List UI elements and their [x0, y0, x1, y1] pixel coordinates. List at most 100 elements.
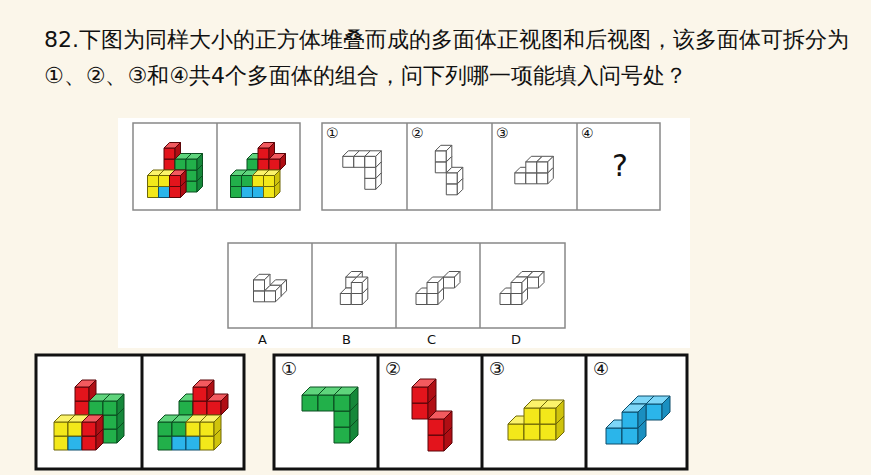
cube-face [428, 379, 436, 403]
cube-face [242, 187, 253, 198]
cube-face [662, 396, 670, 420]
cube-face [172, 436, 186, 450]
cube-face [638, 404, 646, 428]
cube-face [193, 401, 207, 415]
cube-face [254, 280, 265, 291]
cube-face [172, 422, 186, 436]
cube-face [365, 156, 376, 167]
cube-face [427, 294, 438, 305]
cube-face [511, 283, 522, 294]
cube-face [214, 415, 221, 436]
cube-face [269, 143, 275, 160]
cube-face [186, 422, 200, 436]
cube-face [264, 176, 275, 187]
cube-face [179, 401, 193, 415]
cube-face [444, 277, 455, 288]
cube-face [254, 291, 265, 302]
cube-face [186, 159, 197, 170]
cube-face [428, 419, 444, 435]
cube-face [435, 151, 446, 162]
cube-face [354, 156, 365, 167]
cube-face [524, 408, 540, 424]
cube-face [159, 176, 170, 187]
cube-face [416, 294, 427, 305]
cube-face [186, 170, 197, 181]
cube-face [258, 159, 269, 170]
cube-face [526, 162, 537, 173]
cube-face [89, 401, 103, 415]
cube-face [606, 428, 622, 444]
cube-face [365, 167, 376, 178]
cube-face [622, 428, 638, 444]
cube-face [280, 154, 286, 171]
cube-face [500, 294, 511, 305]
cube-face [170, 176, 181, 187]
cube-face [622, 412, 638, 428]
cube-face [302, 395, 318, 411]
cube-face [253, 176, 264, 187]
cube-face [508, 424, 524, 440]
cube-face [75, 401, 89, 415]
callout-number: ④ [593, 358, 609, 379]
cube-face [181, 170, 187, 187]
cube-face [265, 274, 271, 291]
cube-face [524, 424, 540, 440]
cube-face [281, 280, 287, 297]
cube-face [276, 285, 282, 302]
cube-face [200, 422, 214, 436]
cube-face [362, 277, 368, 294]
callout-number: ① [281, 358, 297, 379]
cube-face [438, 277, 444, 294]
option-letter: D [511, 332, 521, 347]
color-panels [36, 355, 687, 469]
white-ground [118, 118, 690, 348]
cube-face [175, 159, 186, 170]
cube-face [556, 400, 564, 424]
cube-face [646, 404, 662, 420]
cube-face [446, 145, 452, 162]
cube-face [548, 156, 554, 173]
callout-number: ① [326, 125, 339, 141]
callout-number: ④ [581, 125, 594, 141]
cube-face [54, 436, 68, 450]
panel-borders [133, 123, 660, 328]
cube-face [193, 387, 207, 401]
cube-face [158, 436, 172, 450]
cube-face [515, 173, 526, 184]
cube-face [247, 159, 258, 170]
callout-number: ③ [496, 125, 509, 141]
cube-face [164, 148, 175, 159]
cube-face [89, 380, 96, 401]
cube-face [103, 401, 117, 415]
cube-face [159, 187, 170, 198]
cube-face [258, 148, 269, 159]
cube-face [264, 187, 275, 198]
cube-face [164, 159, 175, 170]
cube-face [265, 291, 276, 302]
cube-face [522, 277, 528, 294]
cube-face [75, 387, 89, 401]
cube-face [444, 411, 452, 435]
cube-face [427, 283, 438, 294]
cube-face [200, 436, 214, 450]
cube-face [68, 422, 82, 436]
cube-face [334, 427, 350, 443]
cube-face [412, 387, 428, 403]
cube-face [186, 436, 200, 450]
cube-face [334, 411, 350, 427]
option-letter: B [342, 332, 351, 347]
cube-face [54, 422, 68, 436]
cube-face [207, 401, 221, 415]
cube-face [540, 408, 556, 424]
cube-face [540, 424, 556, 440]
cube-face [457, 167, 463, 184]
cube-face [269, 159, 280, 170]
cube-face [376, 151, 382, 168]
cube-face [351, 294, 362, 305]
cube-face [207, 380, 214, 401]
cube-face [96, 415, 103, 436]
cube-face [148, 187, 159, 198]
callout-number: ② [411, 125, 424, 141]
cube-face [537, 173, 548, 184]
cube-face [242, 176, 253, 187]
